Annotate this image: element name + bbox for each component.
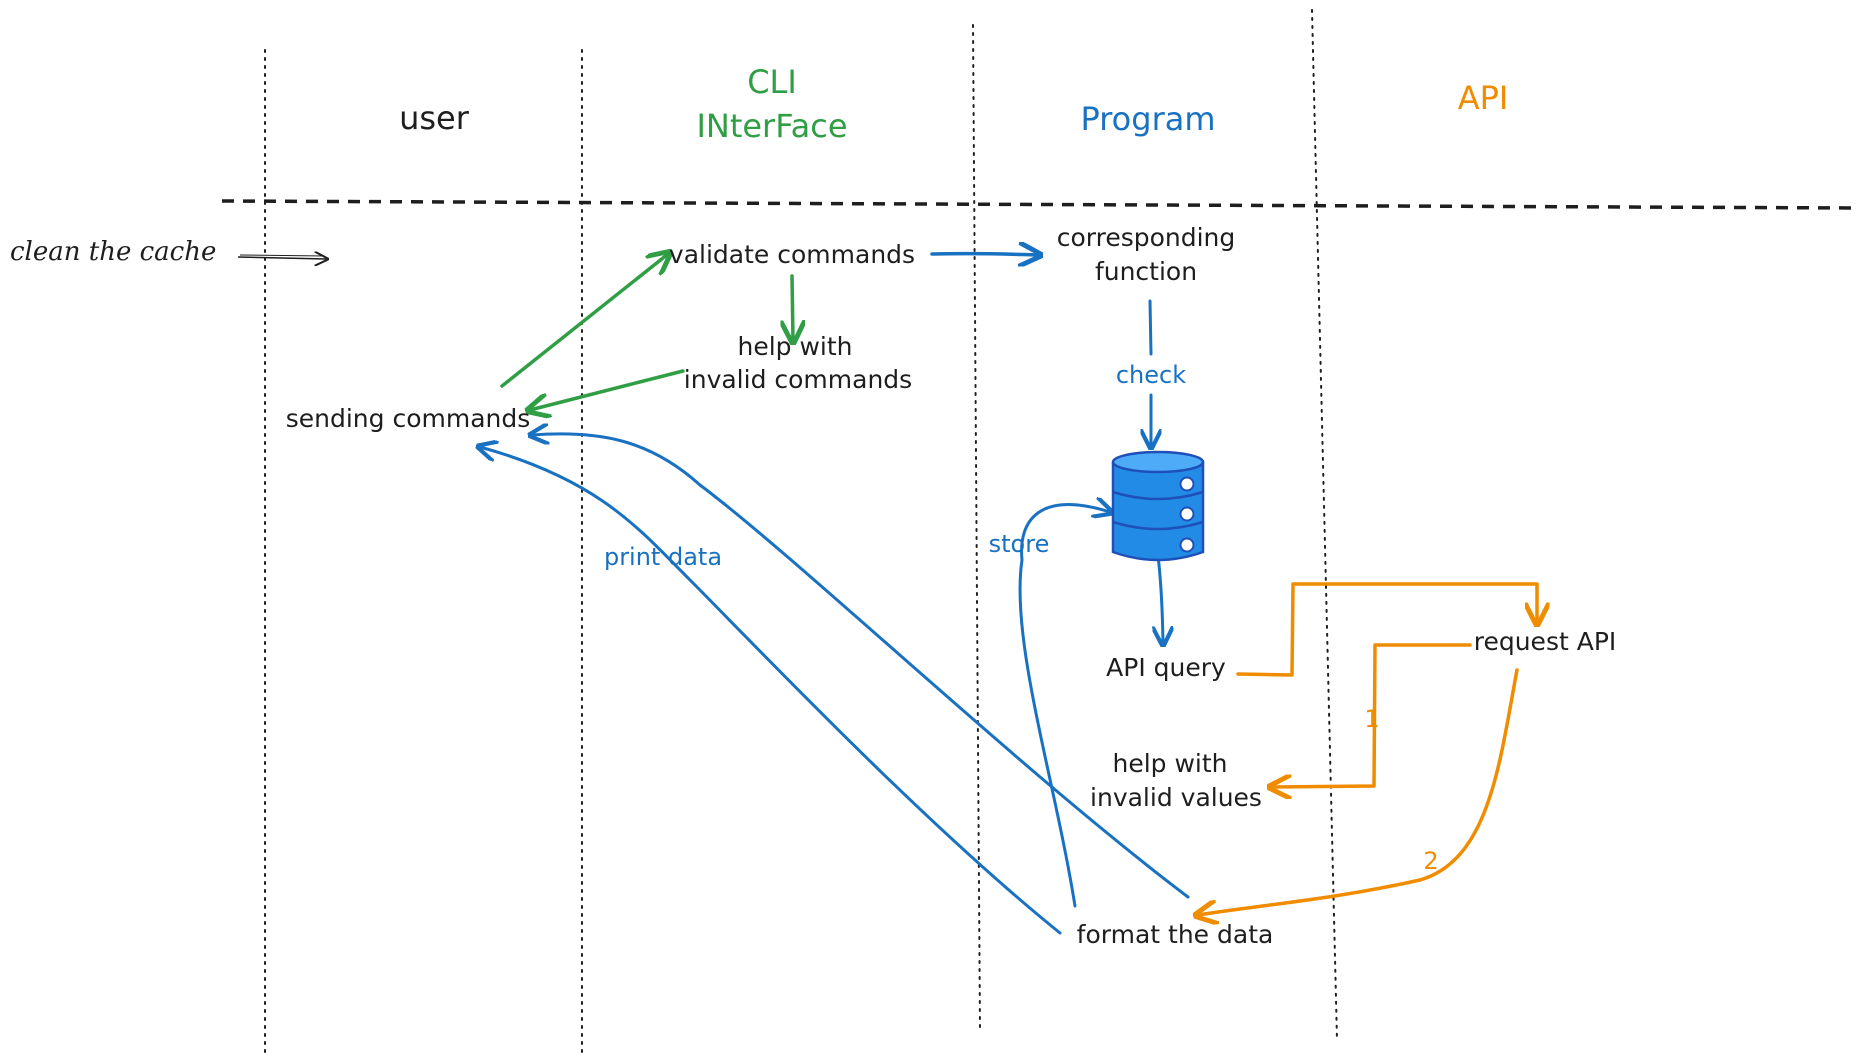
arrow-api-query-to-request	[1236, 582, 1537, 677]
lifeline-3	[972, 24, 981, 1031]
node-api-query: API query	[1106, 653, 1226, 682]
clean-cache-arrow	[237, 257, 326, 259]
lane-header-api: API	[1458, 79, 1509, 117]
arrow-format-to-database-store	[1018, 505, 1110, 908]
lane-header-user: user	[399, 99, 470, 137]
clean-cache-note: clean the cache	[10, 237, 216, 267]
edge-label-check: check	[1116, 361, 1186, 389]
arrow-validate-to-help	[792, 274, 793, 340]
arrow-help-to-send	[530, 369, 685, 410]
arrow-request-to-format	[1198, 668, 1519, 915]
node-help-invalid-commands-line1: help with	[737, 332, 852, 361]
arrow-send-to-validate	[500, 254, 668, 388]
header-separator	[221, 199, 1859, 210]
node-corresponding-function-line1: corresponding	[1057, 223, 1236, 252]
edge-label-branch-1: 1	[1364, 705, 1379, 733]
lane-header-cli-line1: CLI	[747, 63, 797, 101]
node-help-invalid-values-line1: help with	[1112, 749, 1227, 778]
node-corresponding-function-line2: function	[1095, 257, 1197, 286]
node-validate-commands: validate commands	[669, 240, 915, 269]
node-help-invalid-commands-line2: invalid commands	[684, 365, 912, 394]
node-sending-commands: sending commands	[286, 404, 531, 433]
node-request-api: request API	[1474, 627, 1617, 656]
node-help-invalid-values-line2: invalid values	[1090, 783, 1262, 812]
clean-cache-arrow-shadow	[239, 254, 325, 257]
lane-header-program: Program	[1080, 100, 1215, 138]
arrow-function-to-check	[1148, 299, 1153, 356]
node-format-data: format the data	[1077, 920, 1274, 949]
arrow-format-to-send-commands	[532, 434, 1190, 899]
edge-label-print-data: print data	[604, 543, 722, 571]
arrow-format-to-user-print	[480, 447, 1062, 935]
lifeline-4	[1311, 9, 1338, 1041]
lifelines	[264, 9, 1338, 1056]
edge-label-store: store	[989, 530, 1050, 558]
arrow-request-to-help-values	[1272, 643, 1472, 787]
lane-header-cli-line2: INterFace	[696, 107, 847, 145]
arrow-validate-to-function	[930, 254, 1038, 255]
edge-label-branch-2: 2	[1423, 847, 1438, 875]
database-icon	[1111, 450, 1205, 562]
